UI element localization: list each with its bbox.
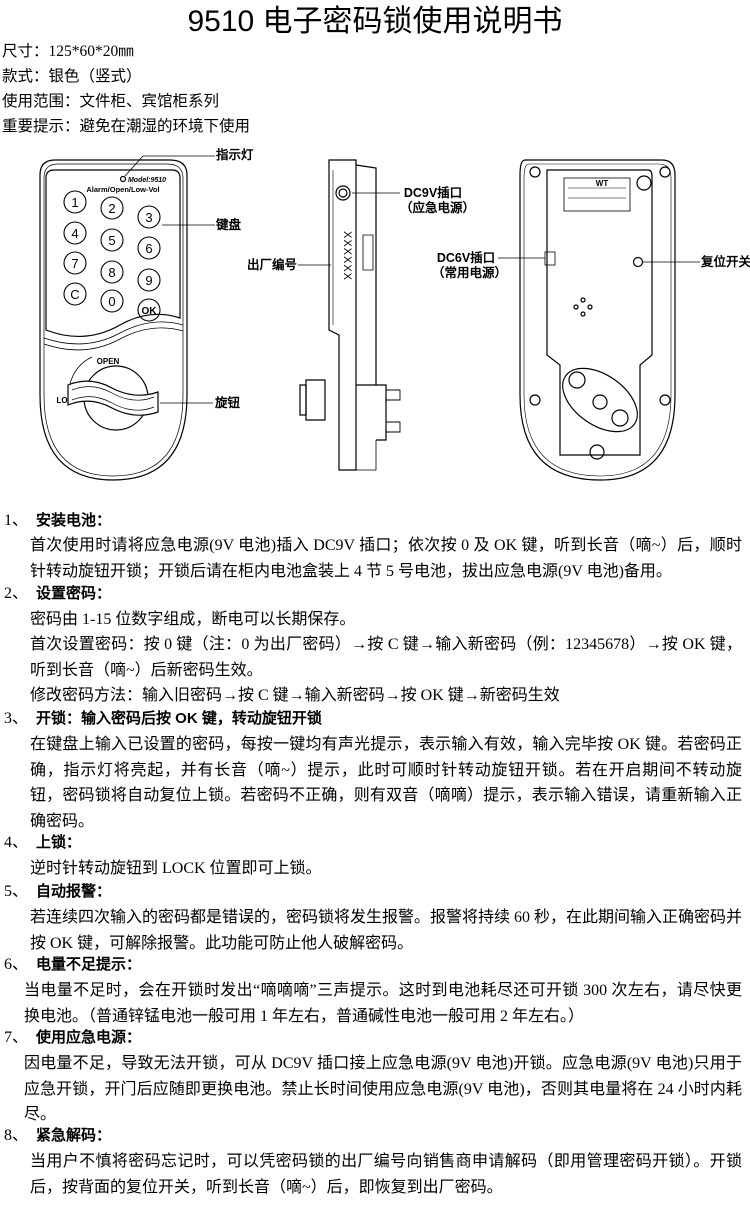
spec-warning: 重要提示：避免在潮湿的环境下使用 bbox=[2, 118, 251, 135]
svg-text:8: 8 bbox=[108, 265, 115, 280]
section-3-heading: 3、开锁：输入密码后按 OK 键，转动旋钮开锁 bbox=[4, 710, 322, 727]
lock-drawings: 1 2 3 4 5 6 7 8 9 C 0 OK Model:9510 Alar… bbox=[39, 155, 700, 481]
callout-keypad: 键盘 bbox=[216, 218, 242, 232]
svg-text:Alarm/Open/Low-Vol: Alarm/Open/Low-Vol bbox=[86, 185, 159, 194]
svg-text:C: C bbox=[70, 287, 79, 302]
section-4-heading: 4、上锁： bbox=[4, 834, 82, 851]
lock-diagram: 1 2 3 4 5 6 7 8 9 C 0 OK Model:9510 Alar… bbox=[0, 140, 750, 485]
section-1-text: 首次使用时请将应急电源(9V 电池)插入 DC9V 插口；依次按 0 及 OK … bbox=[30, 537, 742, 580]
section-2-text-3: 修改密码方法：输入旧密码→按 C 键→输入新密码→按 OK 键→新密码生效 bbox=[30, 687, 560, 704]
section-7-heading: 7、使用应急电源： bbox=[4, 1029, 142, 1046]
svg-text:5: 5 bbox=[108, 233, 115, 248]
svg-text:OPEN: OPEN bbox=[97, 357, 120, 366]
svg-text:4: 4 bbox=[71, 226, 78, 241]
section-7-text: 因电量不足，导致无法开锁，可从 DC9V 插口接上应急电源(9V 电池)开锁。应… bbox=[24, 1055, 742, 1123]
section-2-text-1: 密码由 1-15 位数字组成，断电可以长期保存。 bbox=[30, 611, 356, 628]
section-3-text: 在键盘上输入已设置的密码，每按一键均有声光提示，表示输入有效，输入完毕按 OK … bbox=[30, 736, 742, 830]
side-view bbox=[298, 159, 401, 471]
svg-text:Model:9510: Model:9510 bbox=[128, 177, 166, 184]
svg-text:LO: LO bbox=[56, 396, 67, 405]
callout-serial-number: 出厂编号 bbox=[247, 258, 298, 272]
svg-text:XXXXXX: XXXXXX bbox=[341, 231, 353, 281]
front-view bbox=[39, 155, 215, 481]
svg-text:1: 1 bbox=[71, 195, 78, 210]
svg-text:7: 7 bbox=[71, 256, 78, 271]
section-5-text: 若连续四次输入的密码都是错误的，密码锁将发生报警。报警将持续 60 秒，在此期间… bbox=[30, 909, 743, 952]
section-2-text-2: 首次设置密码：按 0 键（注：0 为出厂密码）→按 C 键→输入新密码（例：12… bbox=[30, 636, 742, 679]
section-8-heading: 8、紧急解码： bbox=[4, 1127, 112, 1144]
svg-text:OK: OK bbox=[142, 306, 158, 317]
back-view bbox=[498, 159, 700, 481]
svg-text:2: 2 bbox=[108, 201, 115, 216]
callout-knob: 旋钮 bbox=[215, 396, 241, 410]
section-2-heading: 2、设置密码： bbox=[4, 585, 112, 602]
section-5-heading: 5、自动报警： bbox=[4, 883, 112, 900]
section-6-heading: 6、电量不足提示： bbox=[4, 956, 142, 973]
callout-reset-switch: 复位开关 bbox=[701, 255, 750, 269]
spec-style: 款式：银色（竖式） bbox=[2, 68, 142, 85]
callout-dc6v: DC6V插口 （常用电源） bbox=[432, 251, 508, 280]
svg-text:0: 0 bbox=[108, 294, 115, 309]
svg-text:WT: WT bbox=[596, 179, 609, 188]
svg-text:6: 6 bbox=[145, 241, 152, 256]
svg-text:9: 9 bbox=[145, 273, 152, 288]
spec-size: 尺寸：125*60*20㎜ bbox=[2, 43, 134, 60]
section-4-text: 逆时针转动旋钮到 LOCK 位置即可上锁。 bbox=[30, 860, 322, 877]
svg-text:3: 3 bbox=[145, 210, 152, 225]
section-6-text: 当电量不足时，会在开锁时发出“嘀嘀嘀”三声提示。这时到电池耗尽还可开锁 300 … bbox=[24, 982, 742, 1025]
document-title: 9510 电子密码锁使用说明书 bbox=[187, 5, 563, 38]
section-1-heading: 1、安装电池： bbox=[4, 512, 112, 529]
section-8-text: 当用户不慎将密码忘记时，可以凭密码锁的出厂编号向销售商申请解码（即用管理密码开锁… bbox=[30, 1153, 742, 1196]
callout-indicator-light: 指示灯 bbox=[216, 148, 254, 162]
callout-dc9v: DC9V插口 （应急电源） bbox=[400, 186, 476, 215]
spec-usage: 使用范围：文件柜、宾馆柜系列 bbox=[2, 93, 220, 110]
